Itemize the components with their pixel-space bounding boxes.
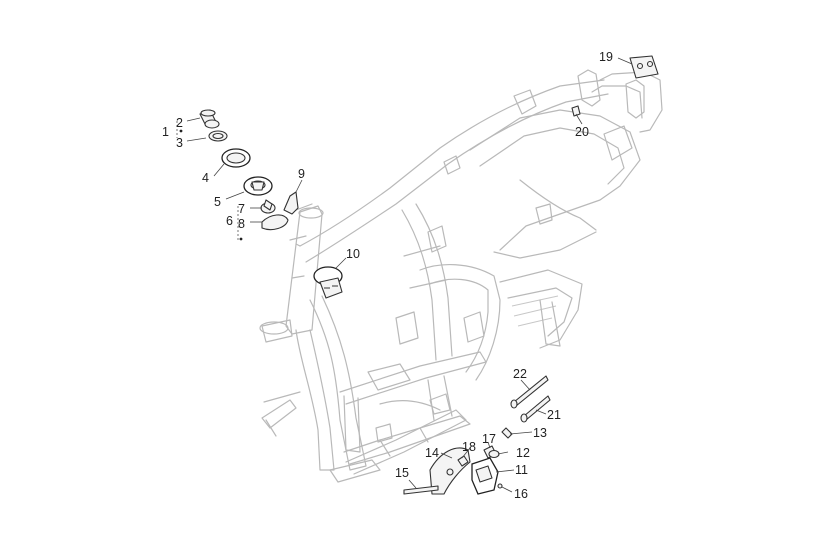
callout-21: 21 <box>547 408 561 422</box>
callout-20: 20 <box>575 125 589 139</box>
part-9-hook <box>283 191 299 215</box>
callout-1-dot <box>179 129 183 133</box>
part-16-screw <box>497 483 503 489</box>
part-8-clip <box>261 214 289 231</box>
part-10-steering-lock <box>313 266 343 299</box>
part-4-large-ring <box>221 148 251 168</box>
callout-15: 15 <box>395 466 409 480</box>
scooter-frame <box>259 69 663 483</box>
callout-13: 13 <box>533 426 547 440</box>
part-18-bolt <box>457 455 469 467</box>
callout-7: 7 <box>238 202 245 216</box>
callout-3: 3 <box>176 136 183 150</box>
callout-11: 11 <box>515 463 528 477</box>
callout-16: 16 <box>514 487 528 501</box>
callout-4: 4 <box>202 171 209 185</box>
part-12-washer <box>488 449 500 459</box>
callout-5: 5 <box>214 195 221 209</box>
callout-6: 6 <box>226 214 233 228</box>
part-5-lock-body <box>243 176 273 196</box>
part-21-long-bolt <box>520 395 551 423</box>
part-7-small-disc <box>260 199 276 214</box>
callout-14: 14 <box>425 446 439 460</box>
callout-19: 19 <box>599 50 613 64</box>
callout-10: 10 <box>346 247 360 261</box>
callout-8: 8 <box>238 217 245 231</box>
callout-6-dot <box>239 237 243 241</box>
callout-9: 9 <box>298 167 305 181</box>
part-19-rear-plate <box>629 55 659 79</box>
callout-18: 18 <box>462 440 476 454</box>
callout-2: 2 <box>176 116 183 130</box>
part-11-actuator <box>471 457 499 495</box>
part-3-ring <box>204 119 228 142</box>
part-13-spring <box>501 427 513 439</box>
part-22-long-bolt <box>510 375 549 409</box>
leader-lines <box>176 57 633 493</box>
callout-17: 17 <box>482 432 496 446</box>
callout-1: 1 <box>162 125 169 139</box>
callout-22: 22 <box>513 367 527 381</box>
callout-labels: 1 2 3 4 5 6 7 8 9 10 19 20 22 21 13 17 1… <box>162 50 613 501</box>
callout-12: 12 <box>516 446 530 460</box>
part-20-screw <box>571 105 581 117</box>
part-15-pin <box>403 485 439 495</box>
